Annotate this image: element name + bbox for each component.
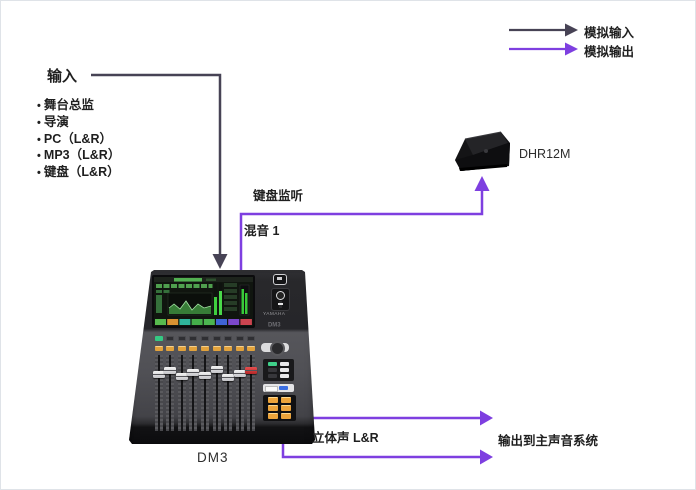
keyboard-monitor-label: 键盘监听 <box>253 189 304 203</box>
phones-knob <box>276 291 285 300</box>
utility-button <box>280 367 289 372</box>
fader-track <box>245 355 258 431</box>
utility-button <box>280 374 289 379</box>
fader-track <box>198 355 211 431</box>
mixer-screen-content <box>154 277 253 326</box>
fader-strip <box>175 333 188 431</box>
input-line-arrowhead <box>212 254 228 269</box>
channel-sel-button <box>154 346 163 351</box>
fader-track <box>210 355 223 431</box>
mixer-dm3: YAMAHA DM3 <box>127 267 317 449</box>
stereo-out-arrowhead-2 <box>480 449 493 465</box>
legend-analog-output-label: 模拟输出 <box>584 45 635 59</box>
fader-cap <box>152 371 165 378</box>
fader-strip <box>187 333 200 431</box>
fader-cap <box>175 373 188 380</box>
input-section-title: 输入 <box>47 68 78 85</box>
fader-track <box>175 355 188 431</box>
phones-panel <box>271 288 290 311</box>
fader-strip <box>164 333 177 431</box>
channel-sel-button <box>200 346 209 351</box>
channel-on-button <box>200 336 209 341</box>
mix1-label: 混音 1 <box>244 224 280 238</box>
fader-cap <box>210 366 223 373</box>
fader-cap <box>233 370 246 377</box>
master-fader-cap <box>245 367 258 374</box>
scene-button <box>268 412 278 419</box>
mixer-name-label: DM3 <box>197 450 229 465</box>
channel-on-button <box>189 336 198 341</box>
stereo-out-arrowhead-1 <box>480 410 493 426</box>
input-line <box>91 73 222 257</box>
monitor-output-arrowhead <box>474 176 490 191</box>
fader-cap <box>222 374 235 381</box>
fader-track <box>164 355 177 431</box>
monitor-output-line <box>239 191 484 277</box>
input-source-item: 导演 <box>37 115 120 132</box>
fader-section <box>152 333 258 431</box>
fader-track <box>187 355 200 431</box>
touch-and-turn-knob <box>261 341 289 356</box>
input-source-item: 舞台总监 <box>37 98 120 115</box>
fader-cap <box>198 372 211 379</box>
scene-button <box>281 412 291 419</box>
utility-button <box>280 361 289 366</box>
utility-button-panel <box>263 359 294 381</box>
speaker-name-label: DHR12M <box>519 147 571 161</box>
fader-track <box>222 355 235 431</box>
utility-button <box>268 374 277 379</box>
mixer-model-badge: DM3 <box>268 322 281 328</box>
channel-sel-button <box>177 346 186 351</box>
scene-button-grid <box>263 395 296 421</box>
input-source-item: 键盘（L&R） <box>37 165 120 182</box>
fader-cap <box>164 367 177 374</box>
main-out-label: 输出到主声音系统 <box>498 434 599 448</box>
fader-track <box>233 355 246 431</box>
scene-button <box>281 404 291 411</box>
master-fader-strip <box>245 333 258 431</box>
phones-slider <box>278 301 283 308</box>
input-source-item: PC（L&R） <box>37 132 120 149</box>
channel-on-button <box>247 336 256 341</box>
channel-sel-button <box>224 346 233 351</box>
usb-port <box>273 274 287 285</box>
fader-track <box>152 355 165 431</box>
scene-button <box>268 404 278 411</box>
mixer-touchscreen <box>152 275 255 328</box>
channel-sel-button <box>212 346 221 351</box>
fader-cap <box>187 369 200 376</box>
fader-strip <box>222 333 235 431</box>
fader-strip <box>198 333 211 431</box>
fader-strip <box>210 333 223 431</box>
input-source-list: 舞台总监 导演 PC（L&R） MP3（L&R） 键盘（L&R） <box>37 98 120 182</box>
input-source-item: MP3（L&R） <box>37 148 120 165</box>
speaker-illustration <box>455 131 510 171</box>
channel-on-button <box>212 336 221 341</box>
channel-sel-button <box>235 346 244 351</box>
legend-analog-input-arrowhead <box>565 23 578 37</box>
channel-sel-button <box>166 346 175 351</box>
channel-on-button <box>154 336 163 341</box>
fader-strip <box>152 333 165 431</box>
utility-button <box>268 367 277 372</box>
scene-button <box>268 397 278 404</box>
channel-on-button <box>166 336 175 341</box>
mixer-brand-logo: YAMAHA <box>263 312 286 317</box>
legend-analog-output-arrowhead <box>565 42 578 56</box>
utility-button <box>268 361 277 366</box>
channel-sel-button <box>189 346 198 351</box>
channel-sel-button <box>247 346 256 351</box>
speaker-dhr12m <box>449 128 515 176</box>
stereo-lr-label: 立体声 L&R <box>312 431 379 445</box>
fader-bank-row <box>263 384 294 392</box>
channel-on-button <box>177 336 186 341</box>
fader-strip <box>233 333 246 431</box>
scene-button <box>281 397 291 404</box>
legend-analog-input-label: 模拟输入 <box>584 26 635 40</box>
channel-on-button <box>235 336 244 341</box>
channel-on-button <box>224 336 233 341</box>
